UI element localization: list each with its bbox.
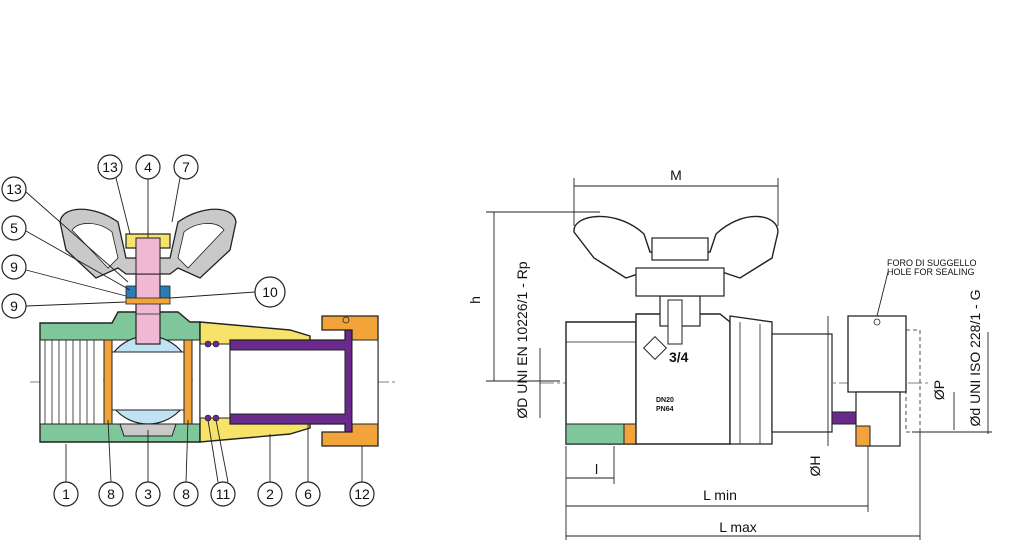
- size-mark: 3/4: [669, 349, 689, 365]
- elev-handle-hub: [651, 237, 709, 261]
- stem-washer: [125, 297, 171, 305]
- section-view: 13 4 7 13 5 9 9 10 1 8 3 8 11 2 6 12: [1, 154, 395, 507]
- seat-right: [183, 339, 193, 425]
- handle-cutout-left: [71, 223, 119, 269]
- callout-13-top: 13: [102, 159, 118, 175]
- callout-11: 11: [216, 486, 231, 502]
- callout-10: 10: [262, 284, 278, 300]
- callout-5: 5: [10, 220, 18, 236]
- handle-cutout-right: [177, 223, 225, 269]
- dim-OD: ØD UNI EN 10226/1 - Rp: [514, 261, 530, 418]
- dim-h: h: [467, 296, 483, 304]
- callout-8-b: 8: [182, 486, 190, 502]
- callout-6: 6: [304, 486, 312, 502]
- elev-orange-seat: [623, 423, 637, 445]
- left-thread: [44, 340, 95, 424]
- callout-numbers: 13 4 7 13 5 9 9 10 1 8 3 8 11 2 6 12: [6, 159, 370, 502]
- callout-4: 4: [144, 159, 152, 175]
- cert-mark-icon: [642, 335, 668, 361]
- callout-2: 2: [266, 486, 274, 502]
- ball-bore: [103, 351, 193, 411]
- dim-OH: ØH: [807, 456, 823, 477]
- elev-coupling: [729, 315, 773, 445]
- elev-center-body: [635, 313, 731, 445]
- elev-handle-skirt: [635, 267, 725, 297]
- elev-union-nut: [847, 315, 907, 393]
- stem-top: [135, 237, 161, 275]
- elev-coupling-flats: [739, 322, 761, 444]
- dim-M: M: [670, 167, 682, 183]
- elev-hidden-thread: [905, 329, 921, 433]
- callout-9-b: 9: [10, 298, 18, 314]
- dim-l: l: [595, 461, 598, 477]
- elev-nut-orange: [855, 425, 871, 447]
- callout-12: 12: [354, 486, 370, 502]
- callout-circles: [1, 154, 375, 507]
- callout-9-a: 9: [10, 259, 18, 275]
- packing-right: [159, 285, 171, 299]
- callout-8-a: 8: [107, 486, 115, 502]
- callout-13-side: 13: [6, 181, 22, 197]
- dn-mark: DN20: [656, 397, 674, 404]
- elev-green-thread: [565, 423, 625, 445]
- seal-note-en: HOLE FOR SEALING: [887, 267, 975, 277]
- seal-hole-left: [342, 316, 350, 324]
- callout-1: 1: [62, 486, 70, 502]
- dim-Lmin: L min: [703, 487, 737, 503]
- tailpiece-bore: [229, 349, 346, 415]
- elev-stop: [667, 299, 683, 345]
- seal-hole-icon: [873, 318, 881, 326]
- seat-left: [103, 339, 113, 425]
- o-rings: [204, 340, 220, 422]
- seal-note-it: FORO DI SUGGELLO: [887, 258, 977, 268]
- union-nut-bore: [351, 339, 379, 425]
- elevation-view: 3/4 DN20 PN64: [467, 167, 992, 540]
- pn-mark: PN64: [656, 406, 674, 413]
- callout-leaders: [25, 177, 363, 483]
- dim-OP: ØP: [931, 380, 947, 400]
- packing-left: [125, 285, 137, 299]
- callout-7: 7: [182, 159, 190, 175]
- dim-Od: Ød UNI ISO 228/1 - G: [967, 290, 983, 427]
- callout-3: 3: [144, 486, 152, 502]
- dim-Lmax: L max: [719, 519, 757, 535]
- elev-butterfly-handle: [573, 215, 779, 279]
- elev-tail: [771, 333, 833, 433]
- dimension-lines: [486, 178, 992, 540]
